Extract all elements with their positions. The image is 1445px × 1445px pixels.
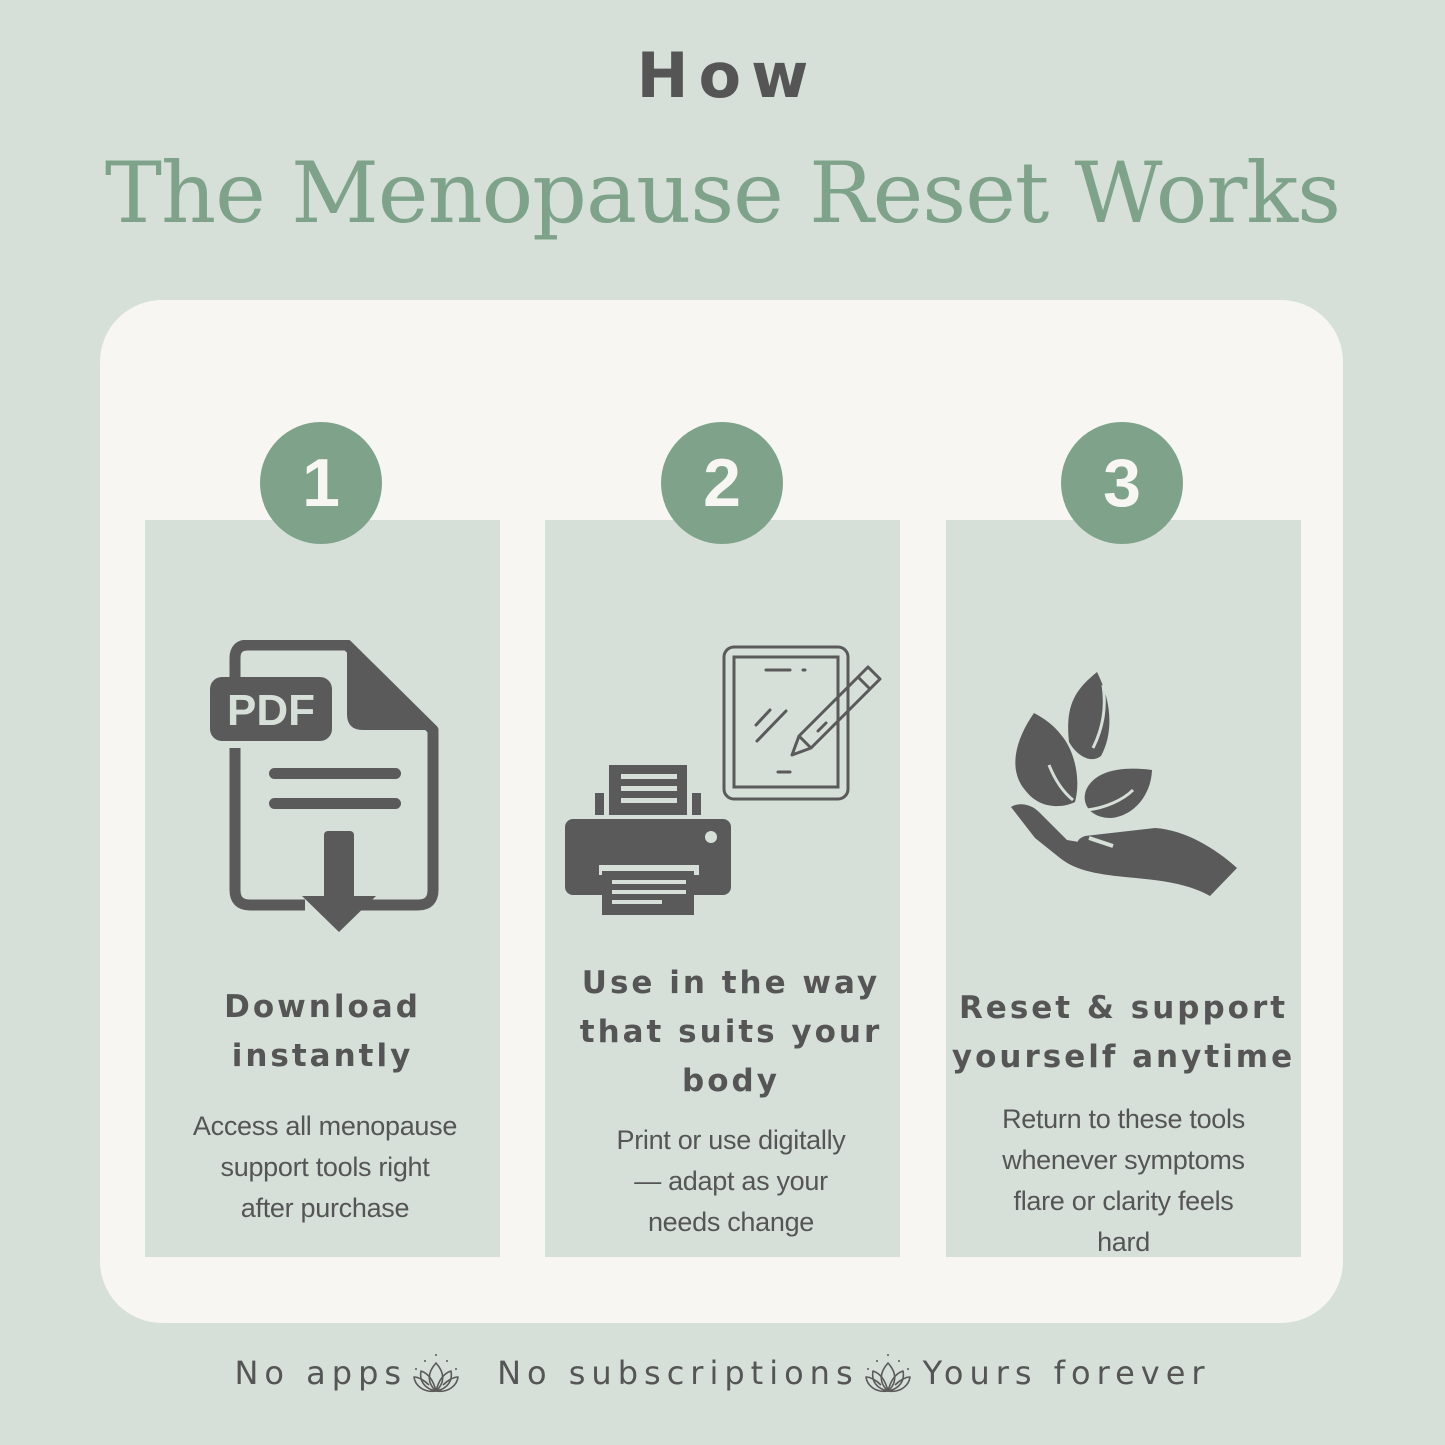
description-line: support tools right: [220, 1152, 430, 1182]
eyebrow-heading: How: [636, 39, 819, 112]
step-2-heading: Use in the way that suits your body: [545, 959, 917, 1106]
footer-item-no-subscriptions: No subscriptions: [497, 1354, 859, 1392]
footer-tagline: No apps No subscriptions Yours forever: [0, 1348, 1445, 1398]
lotus-icon: [413, 1354, 459, 1393]
description-line: whenever symptoms: [1002, 1145, 1245, 1175]
step-3-description: Return to these tools whenever symptoms …: [946, 1099, 1301, 1263]
heading-line: that suits your: [579, 1014, 883, 1050]
page-title: The Menopause Reset Works: [104, 144, 1341, 242]
description-line: after purchase: [240, 1193, 410, 1223]
lotus-icon: [864, 1354, 911, 1393]
step-3-heading: Reset & support yourself anytime: [946, 984, 1301, 1082]
description-line: — adapt as your: [634, 1166, 828, 1196]
heading-line: Reset & support: [958, 990, 1289, 1026]
description-line: hard: [1097, 1227, 1150, 1257]
step-1-description: Access all menopause support tools right…: [145, 1106, 505, 1229]
heading-line: instantly: [231, 1038, 414, 1074]
description-line: needs change: [647, 1207, 815, 1237]
hand-with-leaves-icon: [1011, 672, 1237, 896]
step-2-number-badge: 2: [661, 422, 783, 544]
description-line: Print or use digitally: [616, 1125, 846, 1155]
printer-icon: [565, 765, 731, 915]
heading-line: Download: [224, 989, 421, 1025]
description-line: flare or clarity feels: [1013, 1186, 1234, 1216]
step-1-heading: Download instantly: [145, 983, 500, 1081]
heading-line: body: [682, 1063, 780, 1099]
description-line: Access all menopause: [192, 1111, 458, 1141]
footer-item-yours-forever: Yours forever: [922, 1354, 1211, 1392]
step-1-number-badge: 1: [260, 422, 382, 544]
step-3-panel: [946, 520, 1301, 1257]
tablet-pencil-icon: [722, 645, 882, 801]
description-line: Return to these tools: [1002, 1104, 1245, 1134]
step-2-description: Print or use digitally — adapt as your n…: [545, 1120, 917, 1243]
step-3-number-badge: 3: [1061, 422, 1183, 544]
footer-item-no-apps: No apps: [234, 1354, 408, 1392]
heading-line: yourself anytime: [951, 1039, 1296, 1075]
pdf-label: PDF: [227, 686, 315, 735]
pdf-download-icon: PDF: [210, 640, 439, 932]
heading-line: Use in the way: [581, 965, 881, 1001]
